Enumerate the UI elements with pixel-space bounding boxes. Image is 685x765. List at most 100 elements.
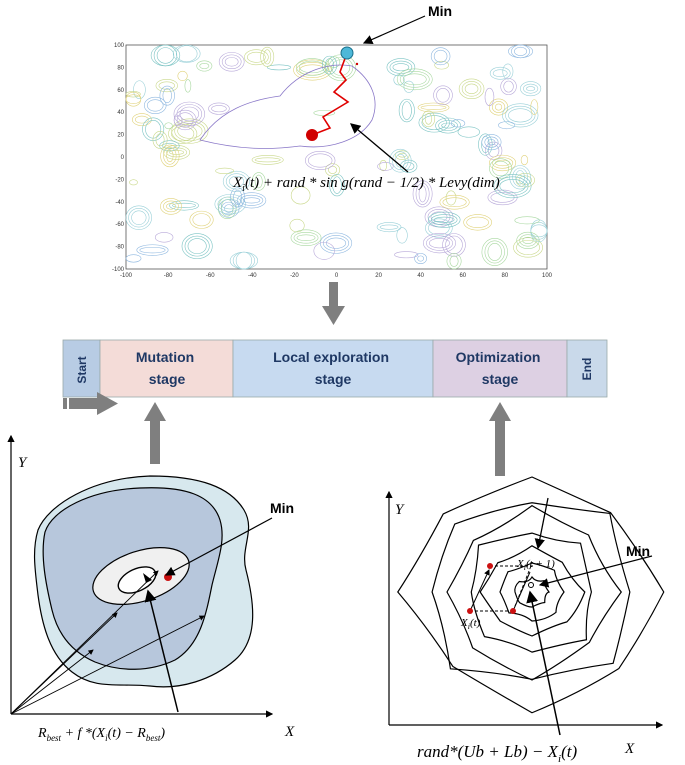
contour-ring [192,213,211,227]
contour-ring [508,44,534,59]
contour-ring [155,79,178,93]
contour-ring [389,60,413,74]
y-tick-label: -60 [115,222,124,228]
contour-ring [293,231,319,244]
contour-ring [313,242,335,260]
stage-local [232,339,434,398]
right-contour-ring [446,504,623,681]
contour-ring [156,47,175,64]
contour-ring [328,165,338,174]
contour-ring [332,176,342,194]
contour-ring [176,104,203,124]
contour-ring [322,235,350,252]
right-diagram: Y X Xi(t + 1) Xi(t) Min rand*(Ub + Lb) −… [385,476,665,765]
contour-ring [379,160,388,172]
contour-ring [484,136,499,148]
contour-ring [230,187,246,208]
contour-ring [377,162,394,171]
start-label: Start [75,356,89,383]
contour-ring [166,147,188,158]
contour-ring [433,49,448,63]
stage-start [62,339,101,398]
contour-ring [179,106,200,122]
contour-ring [296,58,329,76]
contour-ring [484,240,505,264]
contour-ring [466,216,489,228]
contour-ring [139,246,166,254]
up-arrow-left [144,402,166,464]
contour-ring [436,88,450,103]
contour-ring [304,151,336,171]
contour-ring [449,255,459,267]
contour-ring [152,130,168,149]
stage-bar: Start Mutation stage Local exploration s… [62,339,608,415]
contour-ring [224,57,239,67]
x-tick-label: 60 [459,273,466,279]
contour-ring [143,96,167,114]
y-tick-label: -40 [115,200,124,206]
contour-ring [251,172,266,191]
contour-ring [523,83,539,94]
right-contour-ring [397,476,665,714]
contour-ring [181,233,213,259]
contour-ring [172,202,196,208]
contour-ring [125,254,142,263]
y-tick-label: 60 [117,88,124,94]
contour-ring [177,70,188,82]
contour-ring [263,49,272,65]
contour-ring [392,63,410,72]
start-point-marker [306,129,318,141]
contour-ring [329,173,345,197]
contour-ring [196,60,213,72]
contour-ring [189,210,214,229]
contour-ring [296,234,316,242]
y-tick-label: 0 [121,155,125,161]
contour-ring [168,123,198,144]
contour-ring [394,251,419,259]
right-formula: rand*(Ub + Lb) − Xi(t) [417,742,577,765]
contour-ring [396,68,433,91]
left-min-label: Min [270,500,294,516]
contour-ring [433,85,453,105]
point-center [528,582,534,588]
contour-ring [160,198,182,215]
contour-ring [396,227,408,244]
right-contour-ring [470,532,593,653]
stage-mutation [99,339,234,398]
contour-ring [505,105,536,125]
contour-ring [328,56,354,79]
point-xi-t1-left [487,563,493,569]
contour-ring [221,54,242,70]
contour-ring [296,61,329,78]
contour-ring [325,237,347,249]
point-lower-right [510,608,516,614]
x-tick-label: -100 [120,273,133,279]
contour-ring [412,180,433,208]
contour-ring [442,197,467,207]
contour-ring [398,98,415,123]
contour-ring [446,253,462,270]
contour-ring [502,63,514,80]
contour-ring [158,81,175,90]
contour-ring [420,105,447,110]
contour-ring [481,134,502,151]
contour-ring [414,253,427,265]
contour-ring [290,229,322,247]
y-tick-label: 40 [117,110,124,116]
contour-ring [215,167,235,175]
mutation-label: Mutation stage [136,349,198,387]
contour-ring [307,153,333,168]
contour-ring [526,86,536,92]
contour-ring [428,211,461,228]
contour-ring [136,244,169,256]
contour-ring [166,149,174,163]
top-min-label: Min [428,3,452,19]
contour-ring [146,99,164,112]
contour-ring [184,79,192,93]
contour-ring [290,186,311,205]
contour-ring [160,144,180,168]
local-label: Local exploration stage [273,349,393,387]
contour-ring [172,44,201,63]
label-xi-t1: Xi(t + 1) [516,558,555,572]
contour-ring [498,121,516,130]
